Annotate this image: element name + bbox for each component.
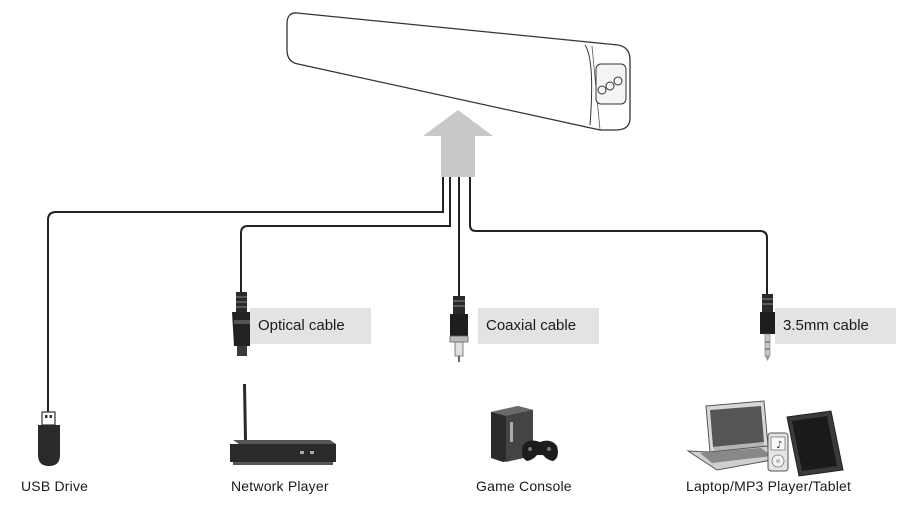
aux-wire (469, 177, 768, 296)
coaxial-plug-icon (449, 296, 469, 362)
optical-plug-icon (232, 292, 252, 356)
laptop-icon (686, 400, 785, 471)
network-player-label: Network Player (231, 478, 329, 494)
tablet-icon (786, 410, 844, 477)
mp3-player-icon: ♪ (767, 432, 789, 472)
game-console-icon (491, 406, 558, 462)
optical-cable-label: Optical cable (250, 308, 371, 344)
usb-drive-icon (38, 411, 60, 466)
laptop-mp3-tablet-label: Laptop/MP3 Player/Tablet (686, 478, 852, 494)
optical-wire (240, 177, 451, 292)
cable-wires (47, 177, 768, 415)
aux-cable-label: 3.5mm cable (775, 308, 896, 344)
game-console-label: Game Console (476, 478, 572, 494)
usb-wire (47, 177, 444, 415)
coaxial-cable-label: Coaxial cable (478, 308, 599, 344)
aux-plug-icon (760, 294, 775, 361)
network-player-icon (230, 384, 336, 465)
input-arrow (423, 110, 493, 177)
svg-text:♪: ♪ (776, 440, 782, 451)
soundbar (286, 12, 631, 131)
soundbar-control-panel (595, 63, 627, 105)
usb-drive-label: USB Drive (21, 478, 89, 494)
